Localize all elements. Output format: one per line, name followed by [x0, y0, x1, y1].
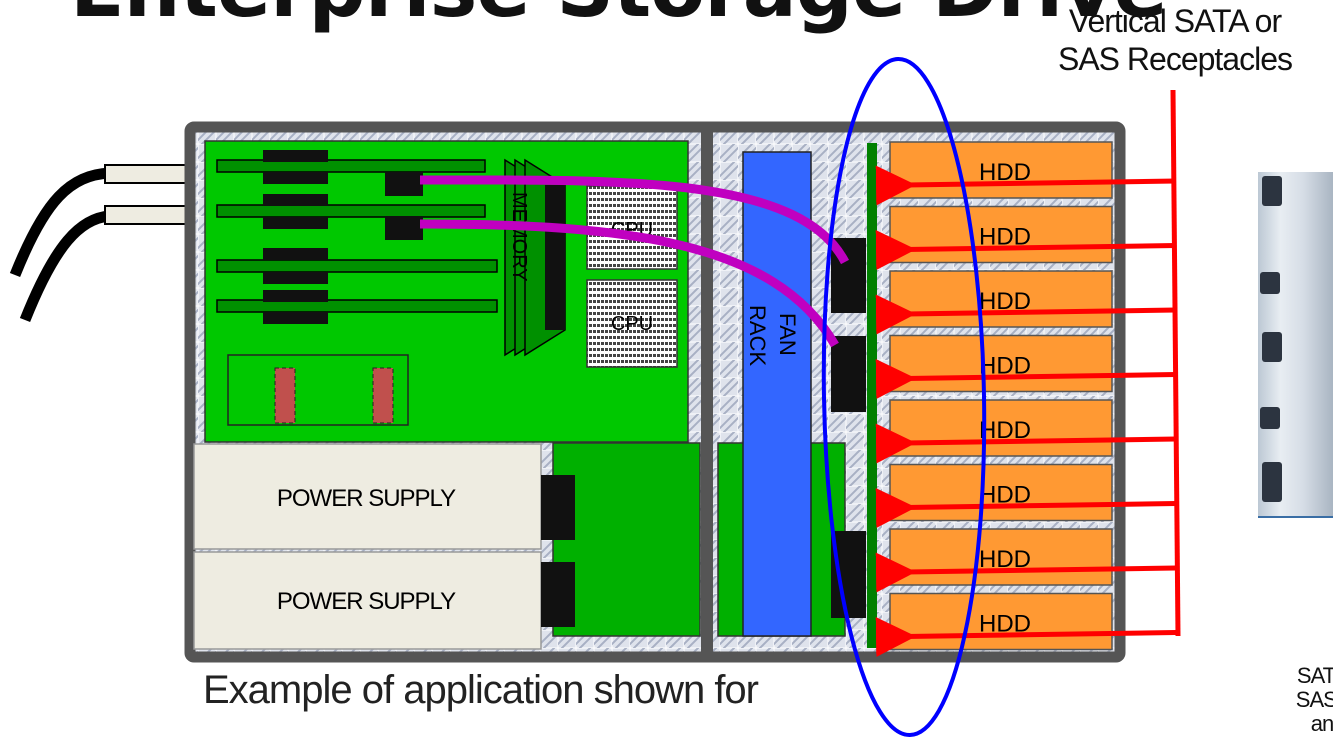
hdd-connector: [877, 303, 890, 323]
power-supply-bottom-label: POWER SUPPLY: [277, 588, 456, 615]
fan-rack: [742, 151, 812, 637]
fan-rack-label-line-1: FAN: [775, 313, 800, 356]
memory-label: MEMORY: [508, 192, 530, 282]
photo-caption: SATA SAS r an: [1262, 664, 1333, 736]
hdd-connector: [877, 561, 890, 581]
highlight-ellipse: [821, 57, 987, 737]
arrow-vertical-lead: [1170, 89, 1181, 637]
hdd-bay: [889, 334, 1113, 393]
receptacle-arrow: [875, 552, 1177, 593]
hdd-connector: [877, 496, 890, 517]
photo-notch: [1260, 407, 1280, 429]
receptacle-arrow: [875, 358, 1177, 399]
photo-notch: [1262, 462, 1282, 502]
receptacle-arrow: [875, 487, 1177, 528]
memory-modules: [504, 158, 566, 357]
component-chip-right: [372, 367, 394, 424]
photo-caption-line-2: SAS r: [1295, 687, 1333, 712]
photo-notch: [1260, 272, 1280, 294]
power-supply-bottom: [193, 551, 542, 650]
component-chip-left: [274, 367, 296, 424]
hdd-connector: [877, 432, 890, 452]
receptacle-callout: Vertical SATA or SAS Receptacles: [990, 2, 1333, 78]
hdd-connector: [877, 367, 890, 388]
sas-cable-1: [419, 175, 849, 265]
photo-caption-line-3: an: [1310, 711, 1333, 736]
receptacle-photo: [1258, 172, 1333, 518]
hdd-bay: [889, 528, 1113, 586]
power-supply-top-label: POWER SUPPLY: [277, 485, 456, 512]
expansion-slots: [216, 150, 498, 324]
receptacle-arrows: [875, 89, 1181, 657]
hdd-bay: [889, 141, 1113, 199]
receptacle-arrow: [875, 616, 1177, 657]
receptacle-arrow: [875, 229, 1177, 270]
receptacle-arrow: [875, 165, 1177, 206]
fan-rack-label: FAN RACK: [745, 305, 800, 366]
slide-title: Enterprise Storage Drive: [70, 0, 1168, 35]
cpu-bottom-label: CPU: [611, 313, 653, 335]
diagram-caption: Example of application shown for: [203, 668, 759, 712]
lower-board-left: [552, 442, 701, 637]
fan-rack-label-line-2: RACK: [745, 305, 770, 366]
receptacle-arrow: [875, 294, 1177, 335]
photo-notch: [1262, 332, 1282, 362]
sas-cable-2: [419, 219, 839, 348]
backplane-connector-2: [831, 336, 866, 412]
hdd-connector: [877, 174, 890, 194]
cpu-bottom: [586, 279, 678, 368]
power-supply-top: [193, 443, 542, 550]
photo-caption-line-1: SATA: [1296, 663, 1333, 688]
backplane: [867, 143, 877, 648]
psu-connector-top: [541, 475, 575, 540]
receptacle-arrow: [875, 423, 1177, 464]
photo-notch: [1262, 176, 1282, 206]
hdd-connector: [877, 238, 890, 259]
callout-line-2: SAS Receptacles: [1057, 41, 1293, 77]
callout-line-1: Vertical SATA or: [1068, 3, 1282, 39]
hdd-bay: [889, 463, 1113, 522]
chassis-divider: [701, 127, 713, 657]
hdd-connector: [877, 625, 890, 646]
psu-connector-bottom: [541, 562, 575, 627]
hdd-bay: [889, 399, 1113, 457]
